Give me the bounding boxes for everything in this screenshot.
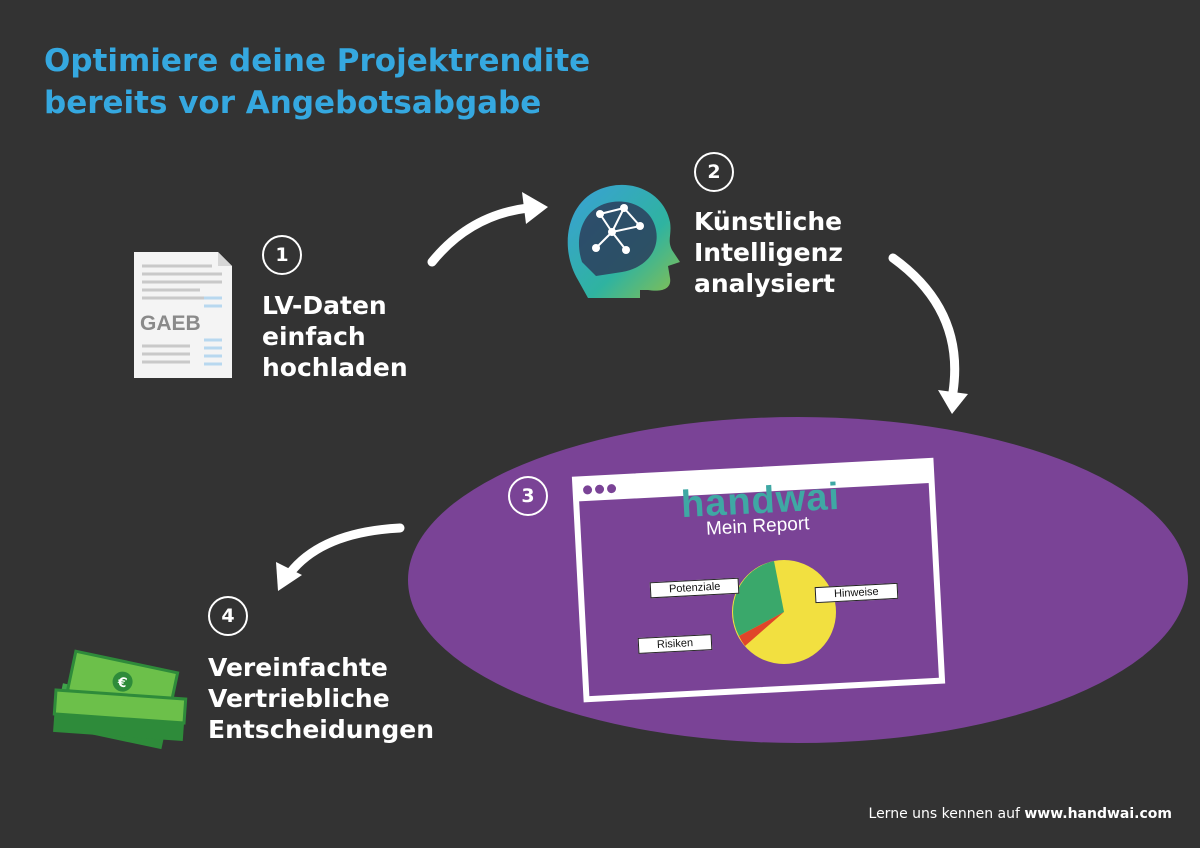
svg-text:€: €: [115, 675, 128, 692]
step-2-text: Künstliche Intelligenz analysiert: [694, 206, 843, 299]
step-1-line-2: einfach: [262, 322, 366, 351]
gaeb-document-icon: [134, 252, 232, 378]
money-stack-icon: €: [52, 649, 188, 750]
report-pie-chart: [732, 560, 836, 664]
step-1-line-3: hochladen: [262, 353, 408, 382]
step-2-line-1: Künstliche: [694, 207, 843, 236]
step-2-number: 2: [694, 152, 734, 192]
step-4-number: 4: [208, 596, 248, 636]
title-line-1: Optimiere deine Projektrendite: [44, 43, 591, 79]
step-4-text: Vereinfachte Vertriebliche Entscheidunge…: [208, 652, 434, 745]
arrow-1-to-2-icon: [427, 203, 533, 267]
ai-head-icon: [567, 184, 680, 298]
step-2-line-2: Intelligenz: [694, 238, 843, 267]
arrow-1-to-2-head: [522, 192, 548, 224]
footer: Lerne uns kennen auf www.handwai.com: [869, 806, 1172, 822]
gaeb-label: GAEB: [140, 312, 201, 335]
step-2-line-3: analysiert: [694, 269, 836, 298]
page-title: Optimiere deine Projektrendite bereits v…: [44, 40, 590, 124]
footer-link[interactable]: www.handwai.com: [1024, 806, 1172, 822]
arrow-3-to-4-icon: [285, 523, 405, 578]
step-4-line-1: Vereinfachte: [208, 653, 388, 682]
step-4-line-2: Vertriebliche: [208, 684, 390, 713]
step-3-number: 3: [508, 476, 548, 516]
arrow-3-to-4-head: [276, 562, 302, 591]
step-1-number: 1: [262, 235, 302, 275]
title-line-2: bereits vor Angebotsabgabe: [44, 85, 542, 121]
footer-text: Lerne uns kennen auf: [868, 806, 1025, 822]
step-4-line-3: Entscheidungen: [208, 715, 434, 744]
step-1-text: LV-Daten einfach hochladen: [262, 290, 408, 383]
step-1-line-1: LV-Daten: [262, 291, 387, 320]
arrow-2-to-3-icon: [888, 253, 960, 397]
arrow-2-to-3-head: [938, 390, 968, 414]
